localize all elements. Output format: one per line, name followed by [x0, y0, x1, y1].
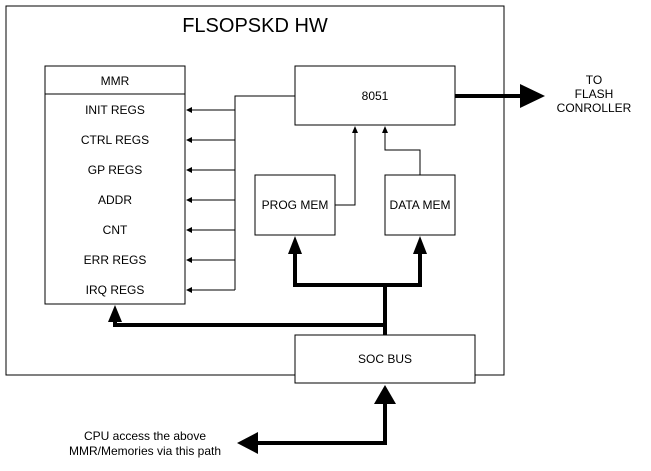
- bus-to-memories-connector: [288, 236, 427, 335]
- mmr-reg-ctrl: CTRL REGS: [81, 133, 149, 147]
- mmr-reg-addr: ADDR: [98, 193, 132, 207]
- prog-mem-label: PROG MEM: [262, 198, 329, 212]
- data-mem-label: DATA MEM: [390, 198, 451, 212]
- mmr-reg-cnt: CNT: [103, 223, 128, 237]
- flash-label-line-1: TO: [586, 73, 602, 87]
- cpu-access-label-line-1: CPU access the above: [84, 429, 206, 443]
- mmr-reg-err: ERR REGS: [84, 253, 147, 267]
- data-mem-to-cpu-connector: [382, 126, 421, 175]
- cpu-to-flash-arrow: [455, 84, 545, 108]
- diagram-title: FLSOPSKD HW: [182, 15, 328, 37]
- mmr-reg-irq: IRQ REGS: [86, 283, 145, 297]
- mmr-header: MMR: [101, 74, 130, 88]
- cpu-access-label-line-2: MMR/Memories via this path: [69, 444, 221, 458]
- soc-bus-block: [294, 334, 476, 384]
- mmr-reg-gp: GP REGS: [88, 163, 142, 177]
- prog-mem-to-cpu-connector: [335, 126, 358, 206]
- mmr-reg-init: INIT REGS: [85, 103, 145, 117]
- data-mem-block: [384, 174, 456, 236]
- prog-mem-block: [254, 174, 336, 236]
- flash-label-line-3: CONROLLER: [557, 101, 632, 115]
- bus-to-mmr-connector: [108, 305, 385, 327]
- cpu-access-path-arrow: [237, 385, 396, 454]
- cpu-8051-block: [294, 65, 456, 126]
- cpu-to-mmr-connector: [186, 95, 295, 293]
- flash-label-line-2: FLASH: [575, 87, 614, 101]
- soc-bus-label: SOC BUS: [358, 352, 412, 366]
- mmr-block: [44, 65, 186, 305]
- cpu-8051-label: 8051: [362, 89, 389, 103]
